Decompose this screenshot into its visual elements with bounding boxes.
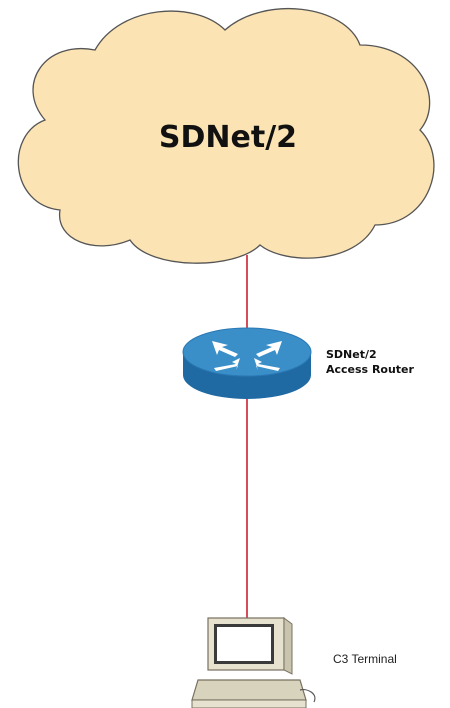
terminal-label: C3 Terminal	[333, 652, 397, 666]
computer-icon	[191, 617, 316, 708]
cloud-icon	[17, 7, 435, 264]
router-label-line2: Access Router	[326, 363, 415, 376]
router-icon	[182, 327, 312, 399]
cloud-label: SDNet/2	[159, 120, 297, 155]
router-label-line1: SDNet/2	[326, 348, 377, 361]
